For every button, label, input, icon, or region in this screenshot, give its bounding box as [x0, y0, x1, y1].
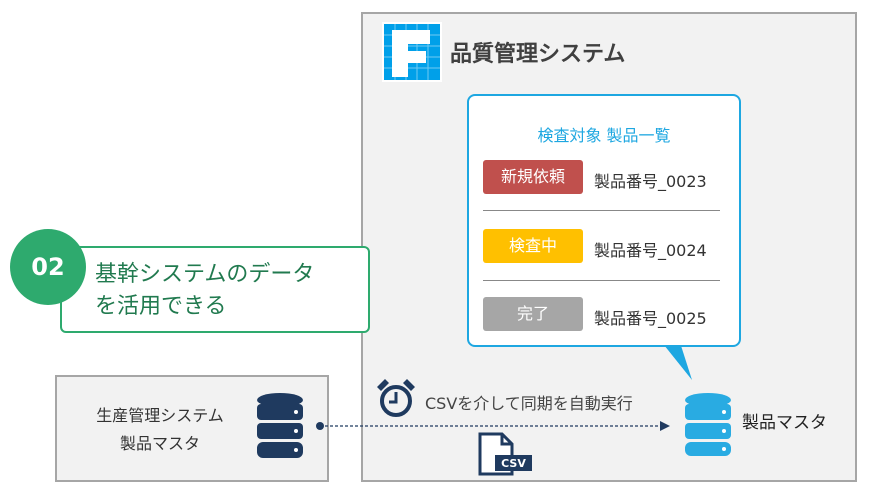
status-badge-new: 新規依頼: [483, 160, 583, 194]
product-number[interactable]: 製品番号_0023: [594, 172, 707, 191]
divider: [483, 210, 720, 211]
sync-arrow: [316, 421, 670, 431]
product-master-label: 製品マスタ: [742, 413, 827, 433]
source-label-1: 生産管理システム: [96, 406, 224, 425]
product-number[interactable]: 製品番号_0025: [594, 309, 707, 328]
database-icon-master: [685, 393, 731, 456]
callout-text-2: を活用できる: [95, 294, 227, 319]
callout-bubble: [60, 246, 370, 333]
alarm-clock-icon: [377, 379, 415, 417]
status-badge-inspecting: 検査中: [483, 229, 583, 263]
source-label-2: 製品マスタ: [119, 434, 200, 453]
sync-label: CSVを介して同期を自動実行: [425, 394, 633, 413]
csv-file-label: CSV: [501, 457, 526, 470]
system-title: 品質管理システム: [450, 42, 626, 67]
database-icon: [257, 393, 303, 458]
card-title: 検査対象 製品一覧: [537, 126, 671, 145]
status-badge-done: 完了: [483, 297, 583, 331]
divider: [483, 280, 720, 281]
step-number-badge: 02: [10, 229, 86, 305]
csv-file-icon: [478, 432, 532, 476]
product-number[interactable]: 製品番号_0024: [594, 241, 707, 260]
app-logo: [382, 22, 442, 82]
callout-text-1: 基幹システムのデータ: [95, 262, 315, 287]
